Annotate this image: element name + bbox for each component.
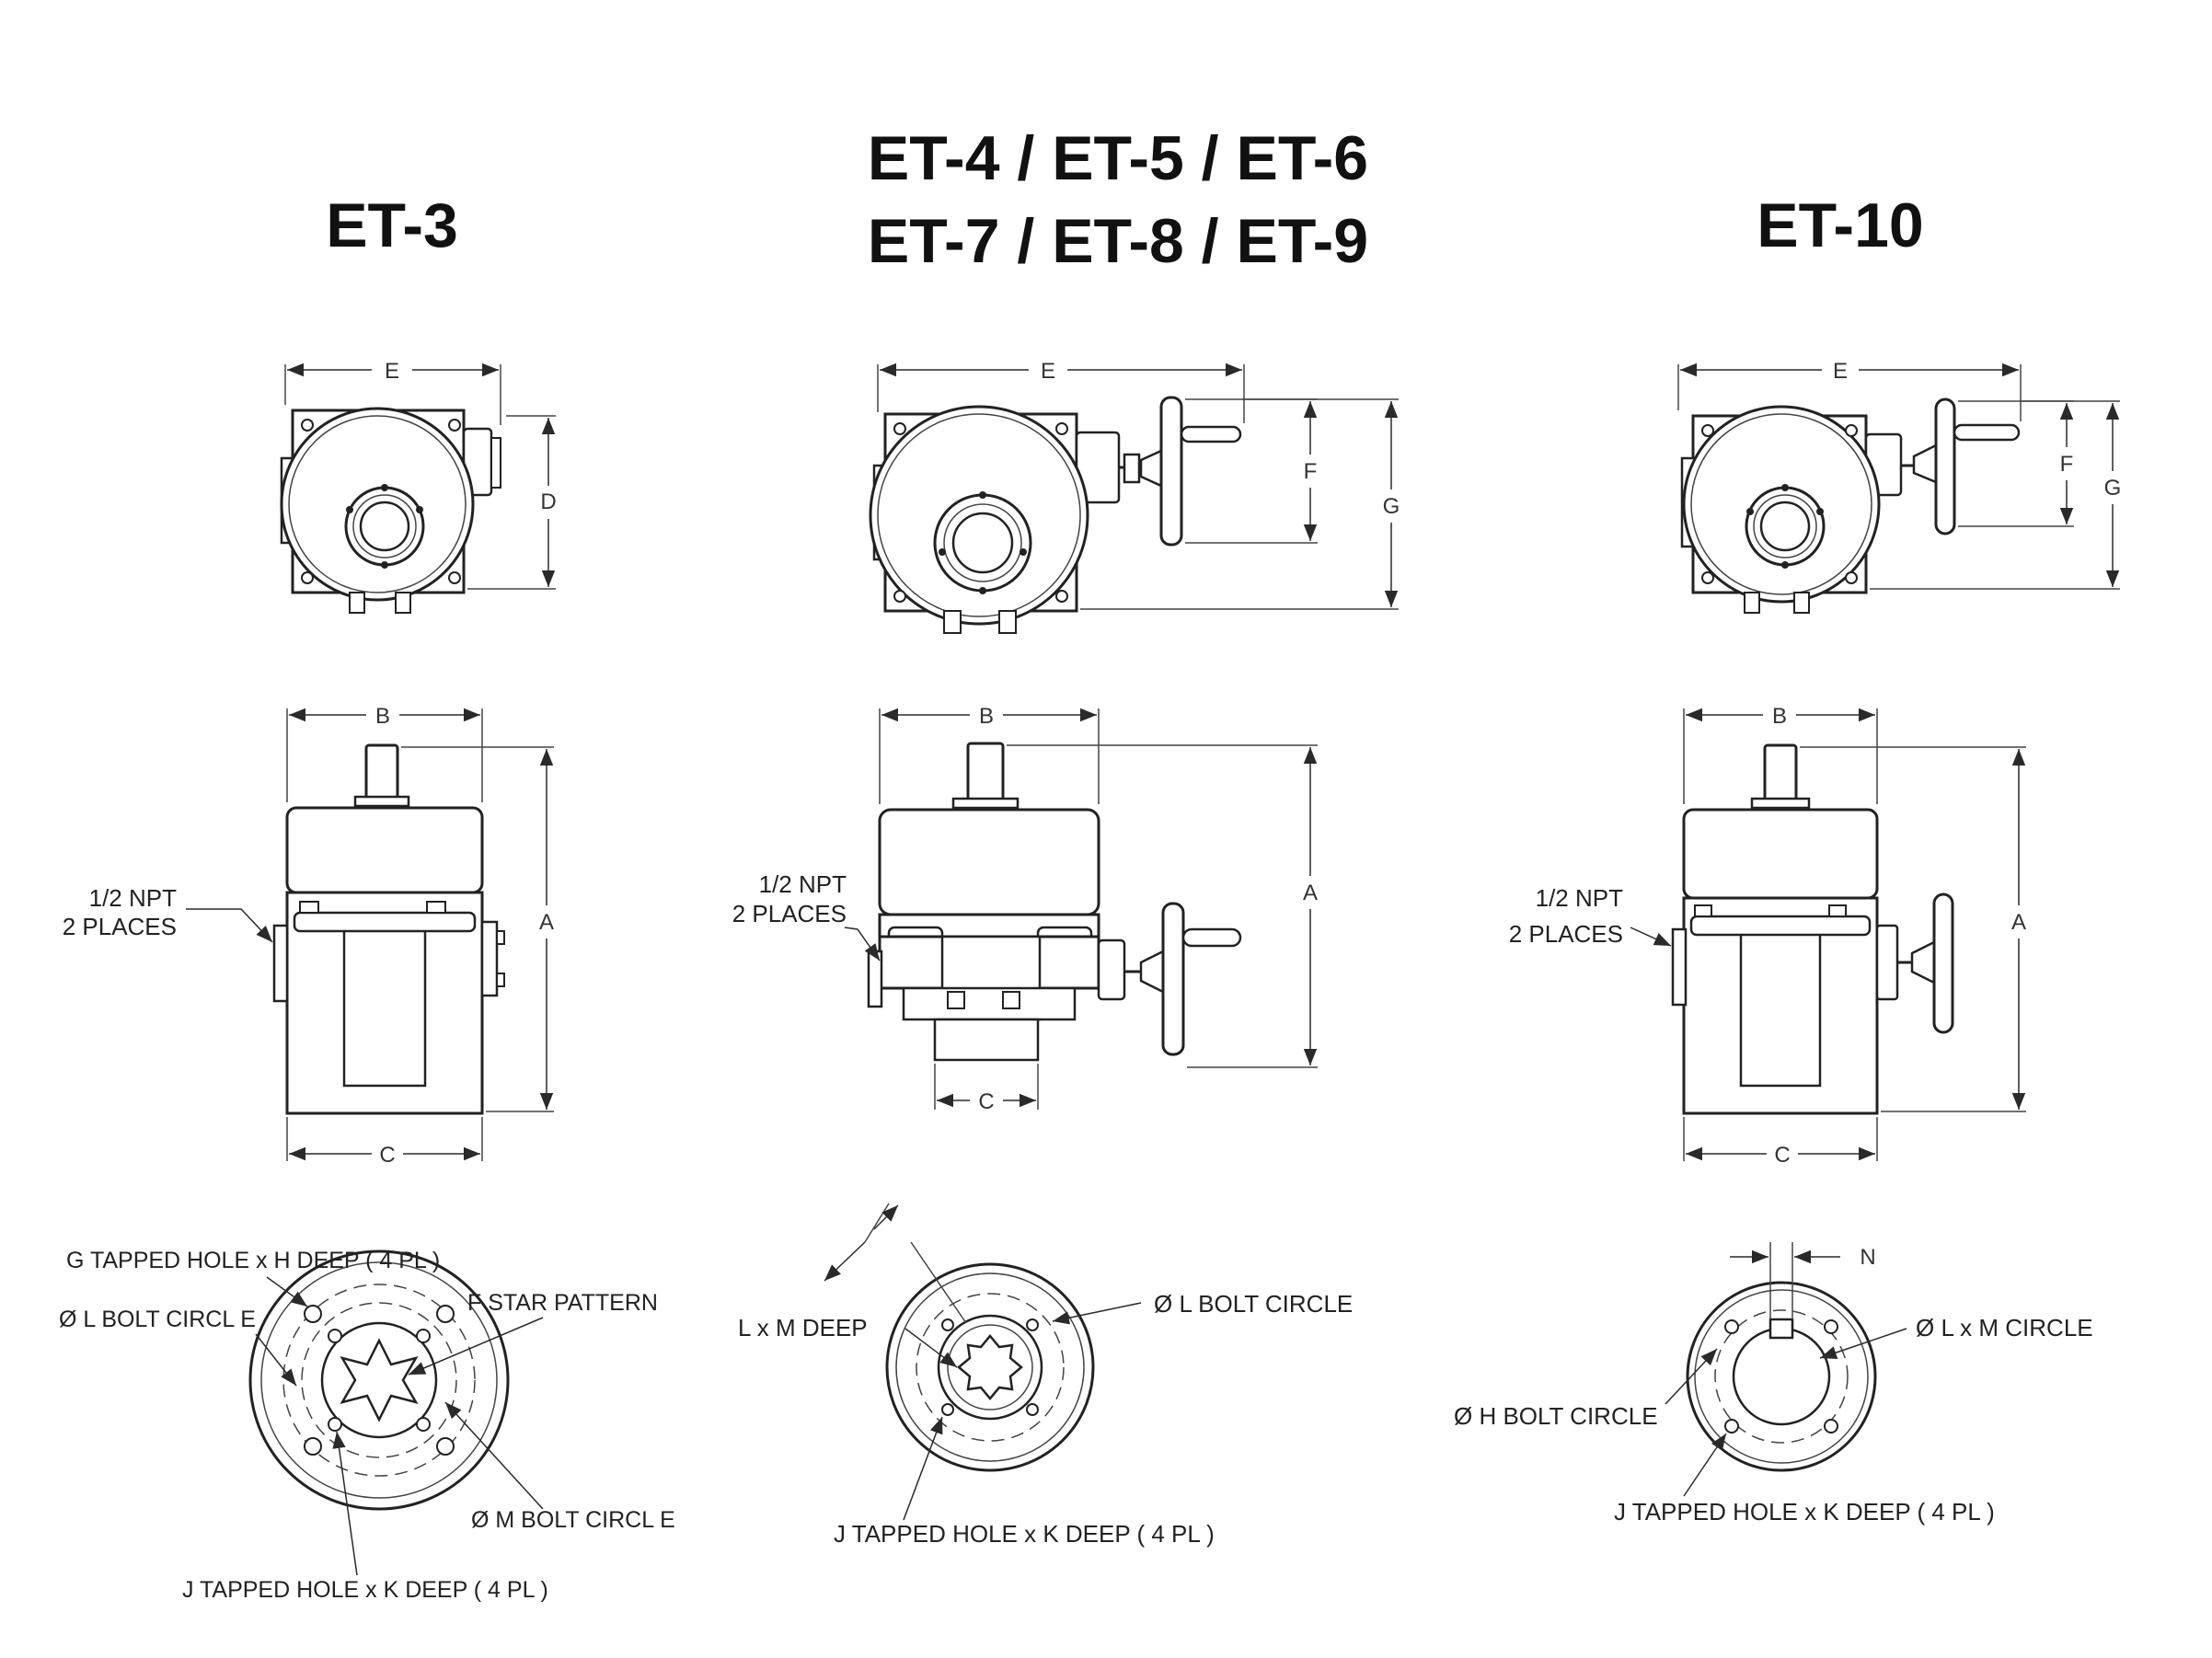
- et10-dim-c-label: C: [1774, 1143, 1790, 1168]
- et10-dim-f-label: F: [2060, 452, 2074, 477]
- et3-side-view: [272, 743, 505, 1115]
- et3-bottom-callouts: G TAPPED HOLE x H DEEP ( 4 PL ) Ø L BOLT…: [59, 1248, 675, 1603]
- et3-dim-b-label: B: [375, 704, 390, 729]
- et10-npt-callout: 1/2 NPT 2 PLACES: [1509, 884, 1672, 948]
- et3-dim-c-label: C: [379, 1143, 395, 1168]
- title-et4-6: ET-4 / ET-5 / ET-6: [868, 123, 1368, 193]
- et3-top-view: [280, 407, 501, 614]
- et3-f-star: F STAR PATTERN: [467, 1290, 658, 1316]
- et10-dim-a: A: [1800, 746, 2026, 1112]
- mid-dim-g: G: [1080, 398, 1400, 610]
- et10-dim-b: B: [1683, 704, 1878, 804]
- mid-dim-e-label: E: [1041, 359, 1055, 384]
- mid-lm-deep: L x M DEEP: [738, 1314, 868, 1341]
- mid-l-bolt: Ø L BOLT CIRCLE: [1154, 1290, 1353, 1318]
- et10-dim-g-label: G: [2104, 476, 2122, 501]
- et3-dim-d-label: D: [540, 489, 556, 514]
- title-et10: ET-10: [1757, 190, 1923, 260]
- et10-npt-line2: 2 PLACES: [1509, 920, 1623, 948]
- mid-dim-e: E: [877, 359, 1245, 423]
- et3-dim-a: A: [401, 746, 554, 1112]
- et10-l-m-circle: Ø L x M CIRCLE: [1916, 1314, 2093, 1341]
- mid-bottom-callouts: L x M DEEP Ø L BOLT CIRCLE J TAPPED HOLE…: [738, 1203, 1353, 1548]
- et3-dim-c: C: [286, 1117, 483, 1168]
- mid-npt-line1: 1/2 NPT: [759, 870, 847, 898]
- et3-dim-b: B: [286, 704, 483, 802]
- et10-dim-b-label: B: [1772, 704, 1787, 729]
- et10-top-view: [1680, 397, 2021, 614]
- mid-npt-line2: 2 PLACES: [732, 900, 847, 927]
- mid-dim-a-label: A: [1303, 881, 1318, 905]
- title-et3: ET-3: [326, 190, 458, 260]
- et10-h-bolt: Ø H BOLT CIRCLE: [1454, 1402, 1658, 1430]
- et10-dim-f: F: [1958, 400, 2074, 527]
- mid-bottom-view: [885, 1262, 1095, 1472]
- et10-dim-e: E: [1677, 359, 2022, 421]
- mid-dim-a: A: [1007, 744, 1318, 1068]
- mid-dim-f-label: F: [1304, 459, 1318, 484]
- et3-dim-a-label: A: [539, 910, 554, 935]
- et10-j-tapped: J TAPPED HOLE x K DEEP ( 4 PL ): [1614, 1498, 1995, 1526]
- et10-dim-g: G: [1870, 400, 2122, 590]
- et3-dim-e: E: [284, 359, 501, 425]
- et3-l-bolt: Ø L BOLT CIRCL E: [59, 1307, 256, 1332]
- et3-m-bolt: Ø M BOLT CIRCL E: [471, 1507, 675, 1533]
- et3-npt-callout: 1/2 NPT 2 PLACES: [63, 884, 273, 943]
- et10-dim-e-label: E: [1833, 359, 1848, 384]
- et10-bottom-callouts: Ø L x M CIRCLE Ø H BOLT CIRCLE J TAPPED …: [1454, 1314, 2093, 1526]
- title-et7-9: ET-7 / ET-8 / ET-9: [868, 206, 1368, 276]
- et3-npt-line1: 1/2 NPT: [89, 884, 177, 912]
- mid-j-tapped: J TAPPED HOLE x K DEEP ( 4 PL ): [834, 1520, 1215, 1548]
- mid-side-view: [867, 742, 1242, 1062]
- mid-dim-b: B: [879, 704, 1100, 804]
- mid-npt-callout: 1/2 NPT 2 PLACES: [732, 870, 881, 961]
- et10-dim-c: C: [1683, 1117, 1878, 1168]
- mid-dim-c-label: C: [978, 1089, 994, 1114]
- et10-side-view: [1671, 743, 1954, 1115]
- mid-top-view: [869, 396, 1242, 634]
- et3-npt-line2: 2 PLACES: [63, 913, 177, 940]
- et10-npt-line1: 1/2 NPT: [1536, 884, 1623, 912]
- et10-dim-a-label: A: [2011, 910, 2026, 935]
- et10-dim-n: N: [1730, 1242, 1876, 1319]
- mid-dim-g-label: G: [1383, 494, 1400, 519]
- mid-dim-f: F: [1185, 398, 1318, 544]
- et3-j-tapped: J TAPPED HOLE x K DEEP ( 4 PL ): [182, 1577, 548, 1603]
- et3-bottom-view: [248, 1249, 510, 1511]
- mid-dim-c: C: [934, 1064, 1039, 1114]
- mid-dim-b-label: B: [979, 704, 994, 729]
- et10-bottom-view: [1686, 1281, 1877, 1472]
- et3-dim-d: D: [467, 415, 557, 590]
- et3-g-tapped: G TAPPED HOLE x H DEEP ( 4 PL ): [66, 1248, 440, 1273]
- et10-dim-n-label: N: [1860, 1245, 1875, 1270]
- et3-dim-e-label: E: [385, 359, 399, 384]
